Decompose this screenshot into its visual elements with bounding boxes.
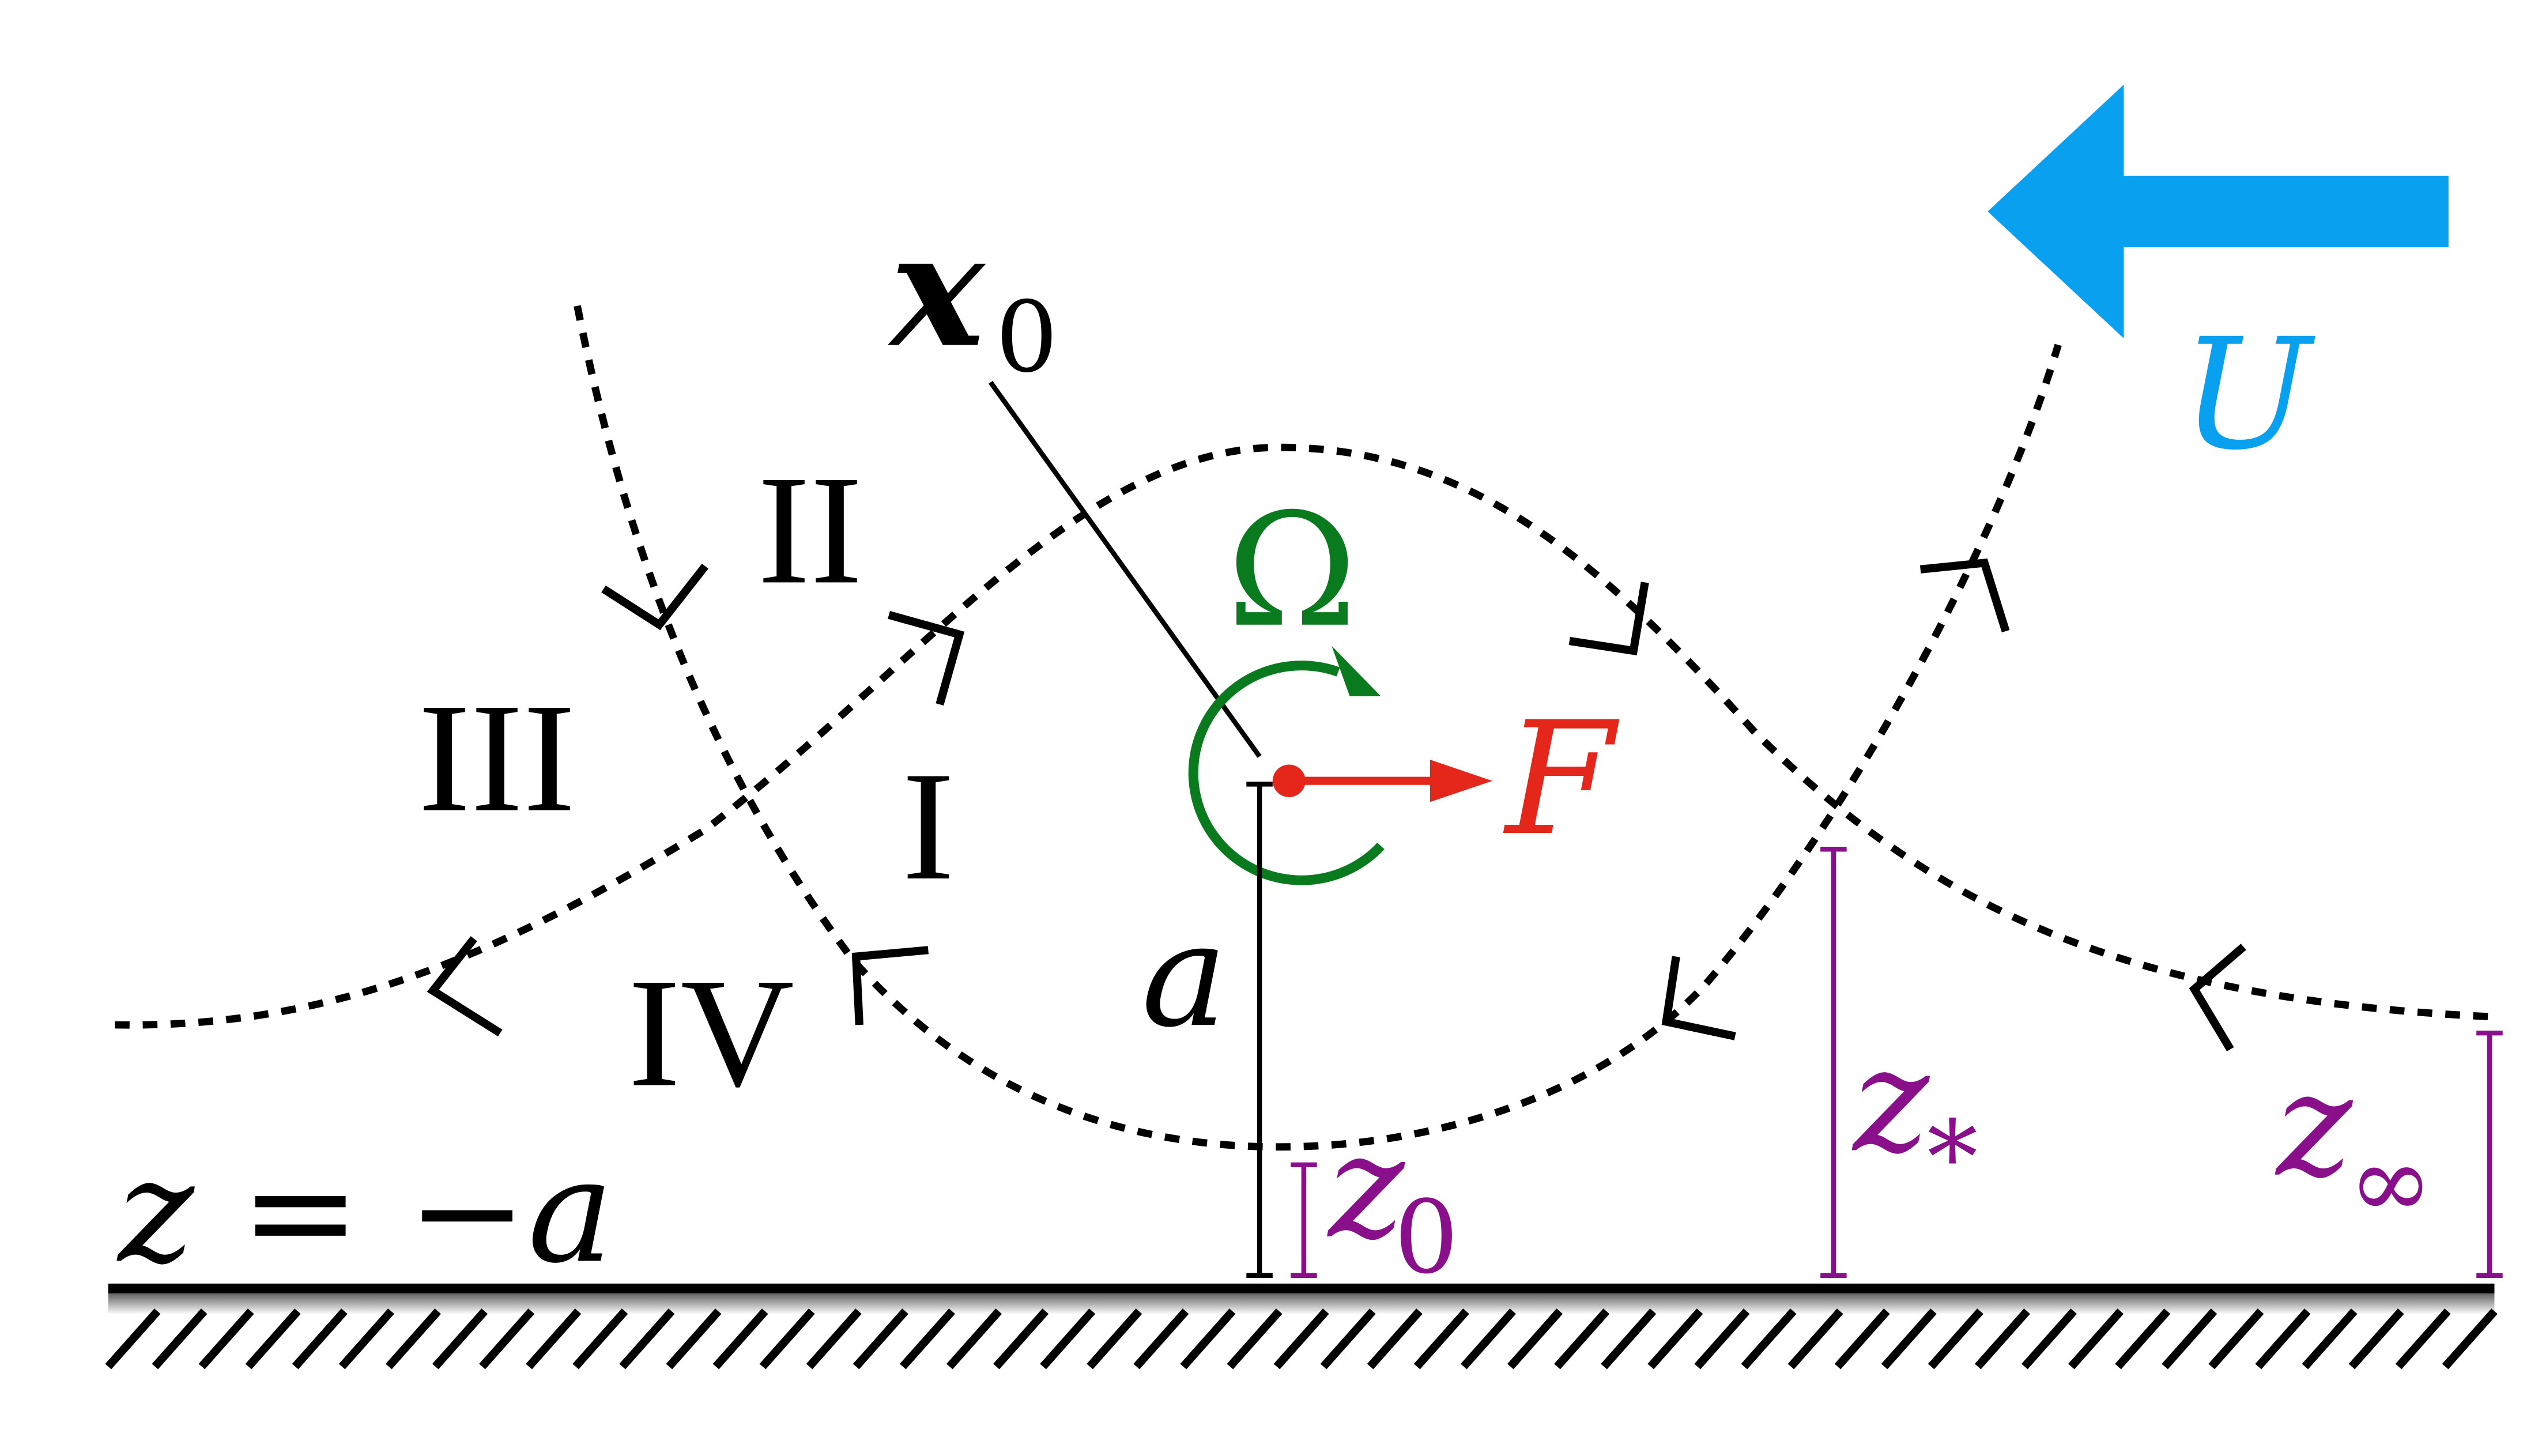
hatch-line — [479, 1308, 535, 1370]
flow-arrow — [1987, 84, 2449, 339]
hatch-line — [666, 1308, 722, 1370]
zstar-subscript: * — [1927, 1099, 1978, 1216]
hatch-line — [1834, 1308, 1890, 1370]
hatch-line — [1227, 1308, 1283, 1370]
hatch-line — [2302, 1308, 2358, 1370]
hatch-line — [105, 1308, 161, 1370]
force-arrowhead — [1430, 760, 1493, 802]
hatch-line — [619, 1308, 675, 1370]
hatch-line — [1647, 1308, 1703, 1370]
zinf-subscript: ∞ — [2348, 1124, 2433, 1241]
rotation-arrowhead — [1332, 646, 1381, 696]
wall-shadow — [108, 1291, 2495, 1315]
hatch-line — [853, 1308, 908, 1370]
hatch-line — [1694, 1308, 1750, 1370]
hatch-line — [1273, 1308, 1329, 1370]
trajectory-arrowhead — [1661, 956, 1736, 1040]
zinf-label: z — [2275, 1042, 2354, 1209]
force-label: F — [1503, 688, 1621, 870]
hatch-line — [1040, 1308, 1096, 1370]
x0-subscript: 0 — [995, 281, 1058, 394]
hatch-line — [245, 1308, 301, 1370]
hatch-line — [432, 1308, 488, 1370]
z0-label: z — [1327, 1104, 1406, 1270]
region-label-iv: IV — [628, 946, 794, 1119]
z0-subscript: 0 — [1394, 1179, 1458, 1296]
hatch-line — [2395, 1308, 2451, 1370]
hatch-line — [385, 1308, 441, 1370]
hatch-line — [2255, 1308, 2311, 1370]
hatch-line — [1133, 1308, 1189, 1370]
hatch-line — [1741, 1308, 1797, 1370]
hatch-line — [899, 1308, 955, 1370]
hatch-line — [2115, 1308, 2171, 1370]
hatch-line — [759, 1308, 815, 1370]
hatch-line — [1787, 1308, 1843, 1370]
hatch-line — [1507, 1308, 1563, 1370]
hatch-line — [1554, 1308, 1610, 1370]
hatch-line — [572, 1308, 628, 1370]
hatch-line — [1320, 1308, 1376, 1370]
zstar-label: z — [1851, 1017, 1930, 1184]
trajectory-arrowhead — [2189, 944, 2246, 1052]
radius-label: a — [1141, 892, 1227, 1059]
hatch-line — [946, 1308, 1002, 1370]
hatch-line — [292, 1308, 348, 1370]
hatch-line — [1974, 1308, 2030, 1370]
region-label-ii: II — [757, 443, 862, 616]
hatch-line — [993, 1308, 1049, 1370]
hatch-line — [2068, 1308, 2124, 1370]
hatch-line — [1087, 1308, 1142, 1370]
hatch-line — [2442, 1308, 2498, 1370]
hatch-line — [1601, 1308, 1657, 1370]
wall-label: z = −a — [116, 1128, 614, 1295]
omega-label: Ω — [1227, 480, 1357, 662]
hatch-line — [1413, 1308, 1469, 1370]
x0-label: x — [885, 199, 986, 382]
trajectory-left-descending — [574, 305, 2062, 1151]
x0-pointer-line — [989, 380, 1262, 758]
hatch-line — [526, 1308, 582, 1370]
hatch-line — [1180, 1308, 1236, 1370]
trajectory-arrowhead — [851, 946, 929, 1025]
trajectory-arrowhead — [1568, 582, 1649, 655]
hatch-line — [1881, 1308, 1937, 1370]
wall-hatching — [105, 1308, 2498, 1370]
hatch-line — [198, 1308, 254, 1370]
trajectory-arrowhead — [427, 936, 503, 1037]
hatch-line — [2021, 1308, 2077, 1370]
trajectory-upper-arch — [115, 443, 2493, 1029]
hatch-line — [2348, 1308, 2404, 1370]
hatch-line — [152, 1308, 208, 1370]
hatch-line — [1460, 1308, 1516, 1370]
trajectory-arrowhead — [888, 611, 965, 706]
hatch-line — [1928, 1308, 1983, 1370]
rotation-arc — [1188, 661, 1385, 885]
trajectory-arrowhead — [1919, 558, 2010, 633]
hatch-line — [806, 1308, 862, 1370]
hatch-line — [2162, 1308, 2217, 1370]
region-label-i: I — [902, 740, 955, 912]
hatch-line — [338, 1308, 394, 1370]
flow-label: U — [2181, 305, 2316, 484]
trajectory-arrowhead — [601, 563, 709, 631]
region-label-iii: III — [418, 672, 576, 844]
hatch-line — [2208, 1308, 2264, 1370]
hatch-line — [1367, 1308, 1423, 1370]
hatch-line — [712, 1308, 768, 1370]
